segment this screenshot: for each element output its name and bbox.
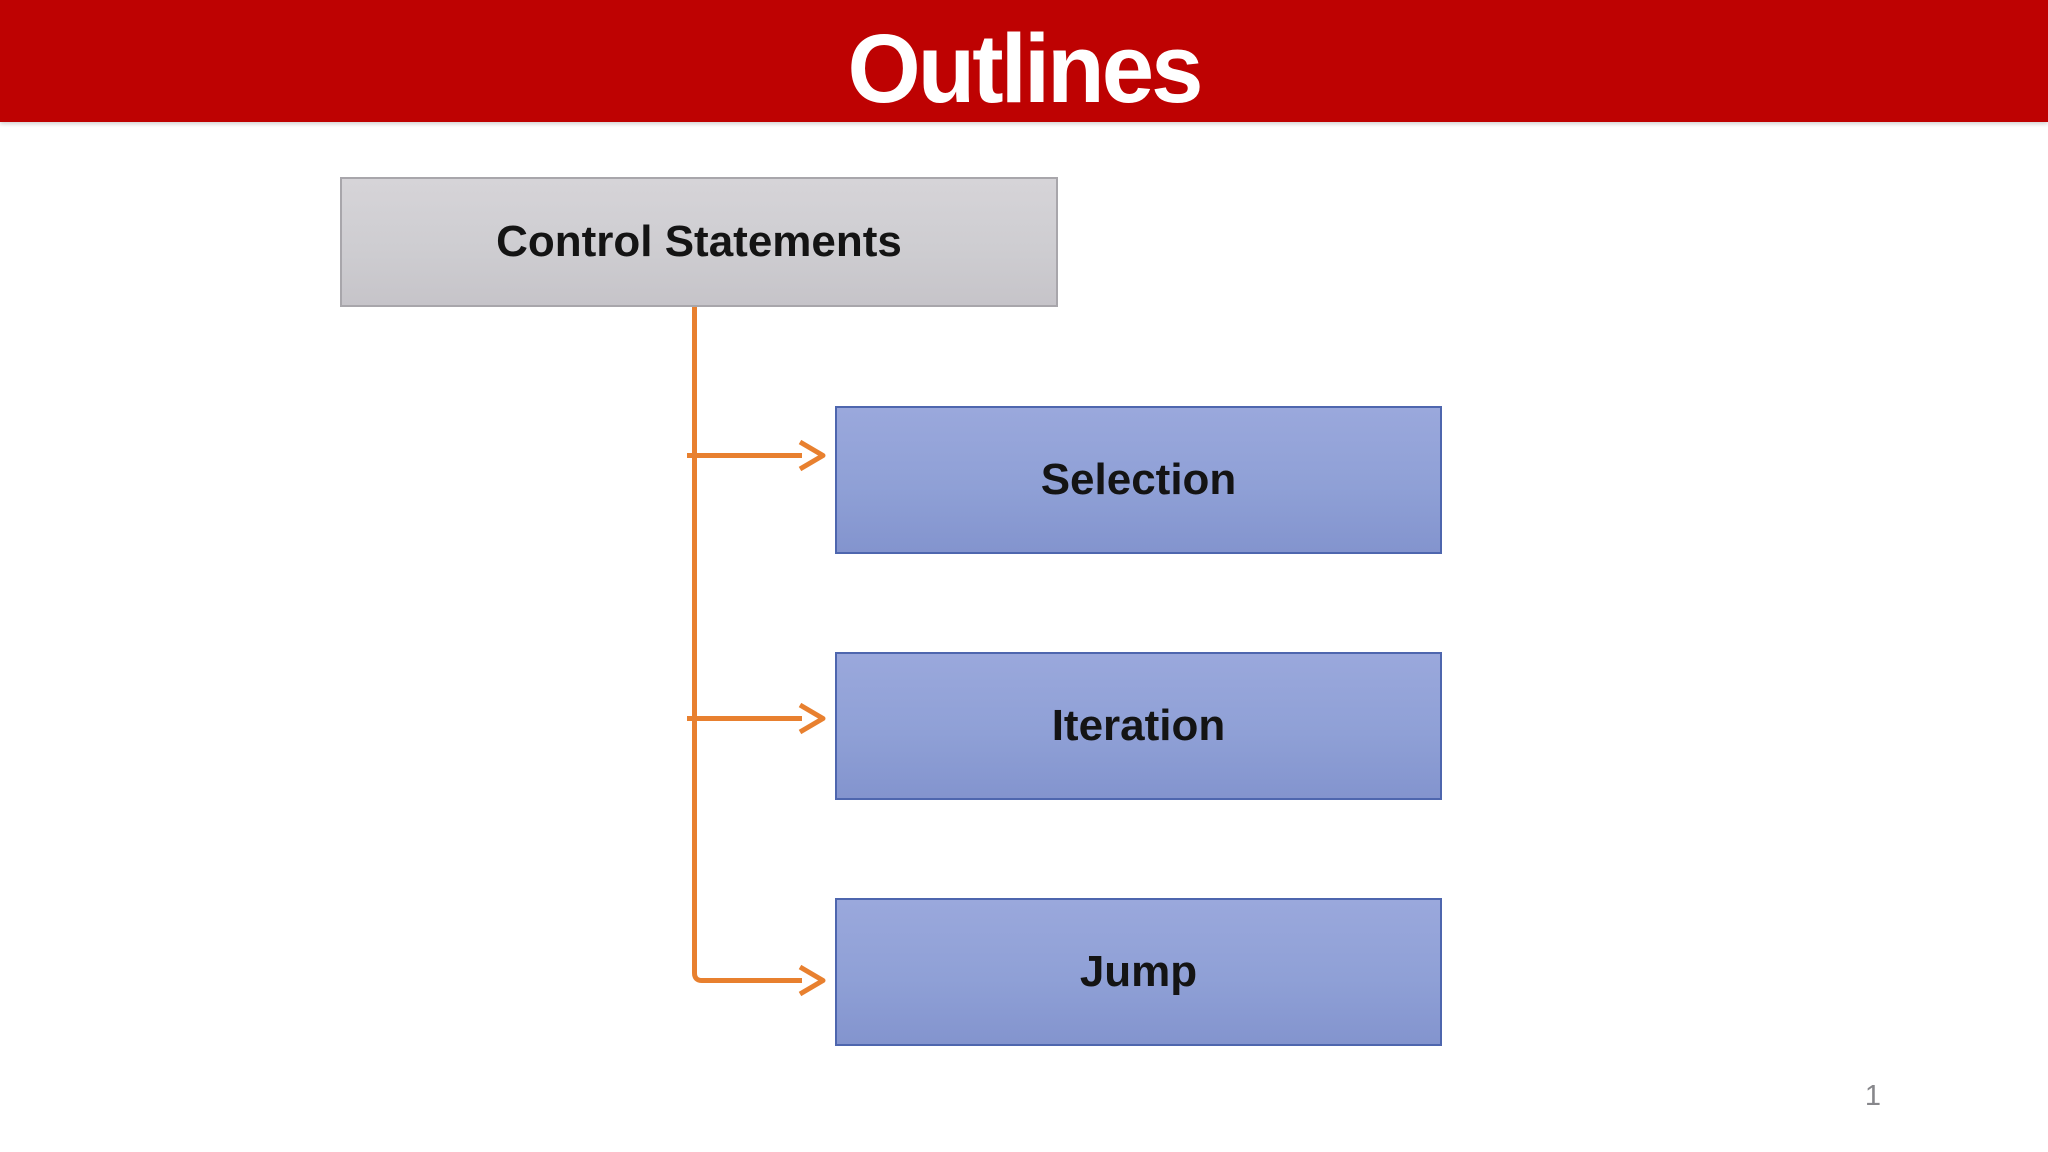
child-box-label: Selection — [1040, 455, 1237, 504]
arrowhead-selection-icon — [798, 439, 826, 472]
child-box-jump: Jump — [835, 898, 1442, 1046]
arrowhead-iteration-icon — [798, 702, 826, 735]
child-box-selection: Selection — [835, 406, 1442, 554]
slide-page-number: 1 — [1864, 1080, 1882, 1112]
root-box-label: Control Statements — [496, 217, 902, 266]
connector-trunk-and-jump-elbow — [692, 307, 802, 983]
child-box-label: Jump — [1079, 947, 1198, 996]
child-box-iteration: Iteration — [835, 652, 1442, 800]
root-box-control-statements: Control Statements — [340, 177, 1058, 307]
arrowhead-jump-icon — [798, 964, 826, 997]
slide-title: Outlines — [847, 13, 1203, 123]
child-box-label: Iteration — [1051, 701, 1226, 750]
title-banner: Outlines — [0, 0, 2048, 122]
